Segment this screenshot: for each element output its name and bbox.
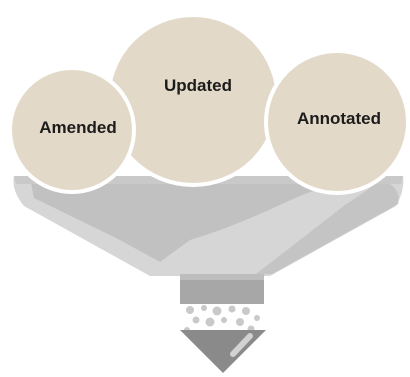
bubbles [8,13,410,195]
granule [221,317,227,323]
bubble-label-amended: Amended [39,118,116,137]
arrow-streak [230,333,253,357]
funnel-spout-highlight [180,274,264,280]
bubble-amended [8,66,136,194]
output-arrow [180,330,266,373]
granule [186,306,194,314]
granule [201,305,207,311]
funnel-edge-shade [256,180,399,274]
granule [236,318,244,326]
funnel-shadow [30,178,356,262]
bubble-label-updated: Updated [164,76,232,95]
granule [242,307,250,315]
funnel [13,176,404,304]
granule [254,315,260,321]
arrow-head [180,330,266,373]
granule [205,317,215,327]
granules [184,305,260,333]
bubble-updated [106,13,280,187]
granule [192,316,200,324]
bubble-label-annotated: Annotated [297,109,381,128]
granule [212,306,222,316]
granule [228,305,236,313]
bubble-annotated [264,49,410,195]
